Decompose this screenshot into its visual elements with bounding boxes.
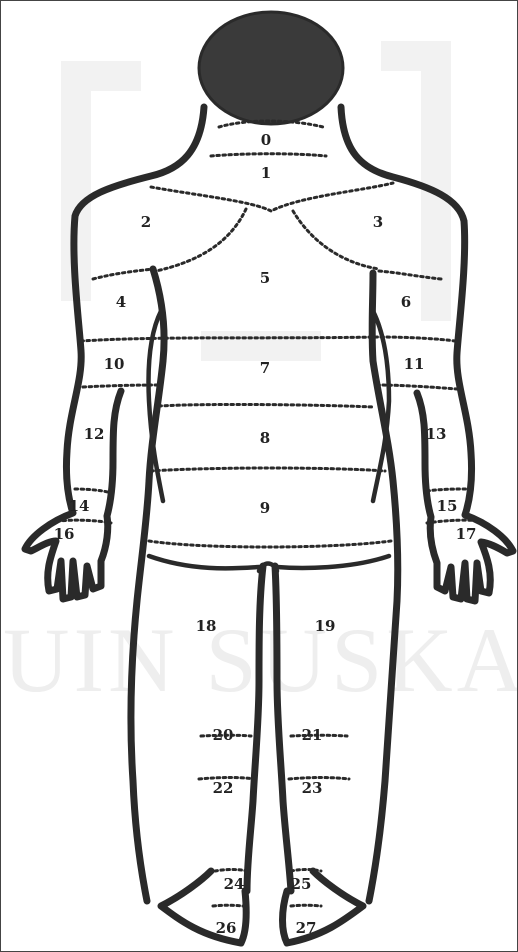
zone-label-25: 25 — [291, 875, 312, 893]
zone-label-16: 16 — [54, 525, 75, 543]
zone-label-6: 6 — [401, 293, 411, 311]
divider-ankles — [215, 870, 321, 872]
divider-shoulders — [151, 183, 393, 211]
crotch-line — [259, 564, 277, 572]
zone-label-20: 20 — [213, 726, 234, 744]
divider-right-wrist — [427, 489, 469, 491]
zone-label-17: 17 — [456, 525, 477, 543]
zone-labels: 0 1 2 3 4 5 6 7 8 9 10 11 12 13 14 15 16… — [54, 131, 477, 937]
divider-neck-base — [211, 154, 326, 156]
zone-label-11: 11 — [404, 355, 425, 373]
zone-label-12: 12 — [84, 425, 105, 443]
divider-hip — [151, 468, 385, 471]
zone-label-3: 3 — [373, 213, 383, 231]
zone-label-2: 2 — [141, 213, 151, 231]
divider-feet — [213, 905, 321, 906]
zone-label-7: 7 — [260, 359, 270, 377]
left-outer-contour — [25, 107, 204, 599]
zone-label-22: 22 — [213, 779, 234, 797]
divider-waist — [159, 404, 373, 407]
zone-label-13: 13 — [426, 425, 447, 443]
zone-label-10: 10 — [104, 355, 125, 373]
zone-label-1: 1 — [261, 164, 271, 182]
divider-left-wrist — [75, 489, 111, 493]
zone-label-0: 0 — [261, 131, 271, 149]
zone-label-9: 9 — [260, 499, 270, 517]
divider-elbow — [83, 385, 457, 389]
zone-label-19: 19 — [315, 617, 336, 635]
zone-label-18: 18 — [196, 617, 217, 635]
divider-left-hand — [57, 520, 111, 523]
head-shape — [199, 12, 343, 124]
divider-left-scapula — [156, 209, 246, 271]
divider-left-upper-arm — [93, 269, 153, 279]
zone-label-14: 14 — [69, 497, 90, 515]
zone-label-27: 27 — [296, 919, 317, 937]
zone-label-21: 21 — [302, 726, 323, 744]
zone-label-8: 8 — [260, 429, 270, 447]
zone-label-23: 23 — [302, 779, 323, 797]
zone-label-4: 4 — [116, 293, 126, 311]
zone-label-15: 15 — [437, 497, 458, 515]
right-inner-contour — [369, 273, 398, 901]
divider-buttocks — [149, 541, 391, 547]
zone-label-5: 5 — [260, 269, 270, 287]
zone-label-24: 24 — [224, 875, 245, 893]
divider-right-scapula — [293, 211, 379, 269]
zone-label-26: 26 — [216, 919, 237, 937]
